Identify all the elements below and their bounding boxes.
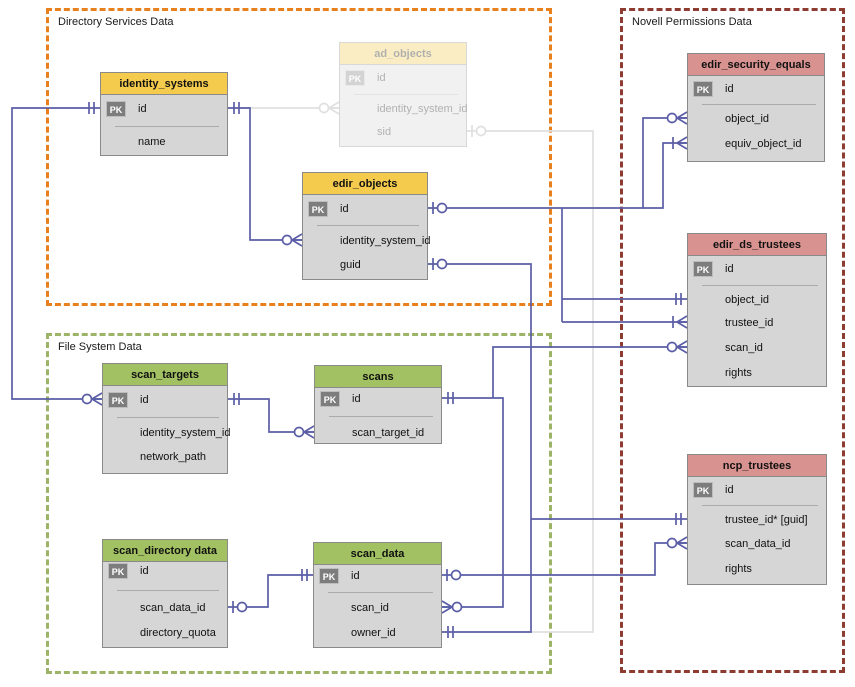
table-title-ad_objects: ad_objects (340, 43, 466, 65)
pk-badge: PK (345, 70, 365, 86)
pk-badge: PK (108, 392, 128, 408)
pk-badge: PK (106, 101, 126, 117)
pk-divider (117, 417, 219, 418)
pk-divider (702, 285, 818, 286)
group-label-file-system: File System Data (58, 341, 142, 353)
table-title-edir_security_equals: edir_security_equals (688, 54, 824, 76)
pk-divider (317, 225, 419, 226)
field-identity_systems-id: id (138, 103, 147, 115)
group-box-novell-permissions: Novell Permissions Data (620, 8, 845, 673)
pk-badge: PK (693, 482, 713, 498)
group-box-directory-services: Directory Services Data (46, 8, 552, 306)
pk-badge: PK (693, 81, 713, 97)
field-edir_objects-id: id (340, 203, 349, 215)
field-scans-id: id (352, 393, 361, 405)
pk-divider (702, 104, 816, 105)
table-title-edir_ds_trustees: edir_ds_trustees (688, 234, 826, 256)
table-title-scan_directory_data: scan_directory data (103, 540, 227, 562)
pk-badge: PK (308, 201, 328, 217)
field-edir_ds_trustees-trustee_id: trustee_id (725, 317, 774, 329)
pk-divider (328, 592, 433, 593)
table-title-edir_objects: edir_objects (303, 173, 427, 195)
pk-divider (117, 590, 219, 591)
relationship-identity_systems-scan_targets (11, 107, 102, 400)
field-edir_security_equals-equiv_object_id: equiv_object_id (725, 138, 802, 150)
field-edir_ds_trustees-id: id (725, 263, 734, 275)
field-ad_objects-sid: sid (377, 126, 392, 138)
field-scan_targets-network_path: network_path (140, 451, 207, 463)
field-scan_directory_data-id: id (140, 565, 149, 577)
field-edir_ds_trustees-object_id: object_id (725, 294, 770, 306)
table-title-scans: scans (315, 366, 441, 388)
field-ad_objects-id: id (377, 72, 386, 84)
field-scan_data-owner_id: owner_id (351, 627, 396, 639)
relationship-scan_data_id-ncp_scan_data_id (442, 542, 687, 576)
field-scans-scan_target_id: scan_target_id (352, 427, 425, 439)
field-ncp_trustees-trustee_id_guid_: trustee_id* [guid] (725, 514, 808, 526)
relationship-ad_objects_sid-scan_data_owner (467, 130, 594, 633)
field-scan_directory_data-scan_data_id: scan_data_id (140, 602, 206, 614)
table-scans[interactable]: scans id PK scan_target_id (314, 365, 442, 444)
pk-divider (702, 505, 818, 506)
table-title-ncp_trustees: ncp_trustees (688, 455, 826, 477)
relationship-scans-ds_scan_id (492, 346, 687, 398)
pk-badge: PK (320, 391, 340, 407)
field-scan_directory_data-directory_quota: directory_quota (140, 627, 216, 639)
relationship-scan_targets-scans (228, 398, 314, 433)
pk-badge: PK (108, 563, 128, 579)
relationship-scan_directory-scan_data_id (228, 574, 313, 608)
field-identity_systems-name: name (138, 136, 166, 148)
field-ncp_trustees-scan_data_id: scan_data_id (725, 538, 791, 550)
field-scan_targets-id: id (140, 394, 149, 406)
field-ncp_trustees-rights: rights (725, 563, 752, 575)
field-ad_objects-identity_system_id: identity_system_id (377, 103, 468, 115)
table-title-identity_systems: identity_systems (101, 73, 227, 95)
field-edir_objects-identity_system_id: identity_system_id (340, 235, 431, 247)
pk-divider (354, 94, 458, 95)
field-edir_ds_trustees-scan_id: scan_id (725, 342, 763, 354)
group-label-novell-permissions: Novell Permissions Data (632, 16, 752, 28)
pk-divider (115, 126, 219, 127)
pk-badge: PK (693, 261, 713, 277)
table-title-scan_data: scan_data (314, 543, 441, 565)
field-scan_data-scan_id: scan_id (351, 602, 389, 614)
field-scan_targets-identity_system_id: identity_system_id (140, 427, 231, 439)
pk-divider (329, 416, 433, 417)
relationship-edir_objects_guid-scan_data_owner (428, 263, 532, 633)
field-edir_objects-guid: guid (340, 259, 361, 271)
field-edir_security_equals-object_id: object_id (725, 113, 770, 125)
field-edir_security_equals-id: id (725, 83, 734, 95)
field-ncp_trustees-id: id (725, 484, 734, 496)
relationship-edir_objects_id-es_object_id (428, 117, 687, 209)
pk-badge: PK (319, 568, 339, 584)
relationship-identity_systems-edir_objects (228, 107, 302, 241)
table-title-scan_targets: scan_targets (103, 364, 227, 386)
group-box-file-system: File System Data (46, 333, 552, 674)
relationship-edir_objects_id-es_equiv_object_id (643, 142, 687, 209)
relationship-scans-scan_data_scan_id (442, 397, 504, 608)
group-label-directory-services: Directory Services Data (58, 16, 174, 28)
field-edir_ds_trustees-rights: rights (725, 367, 752, 379)
field-scan_data-id: id (351, 570, 360, 582)
